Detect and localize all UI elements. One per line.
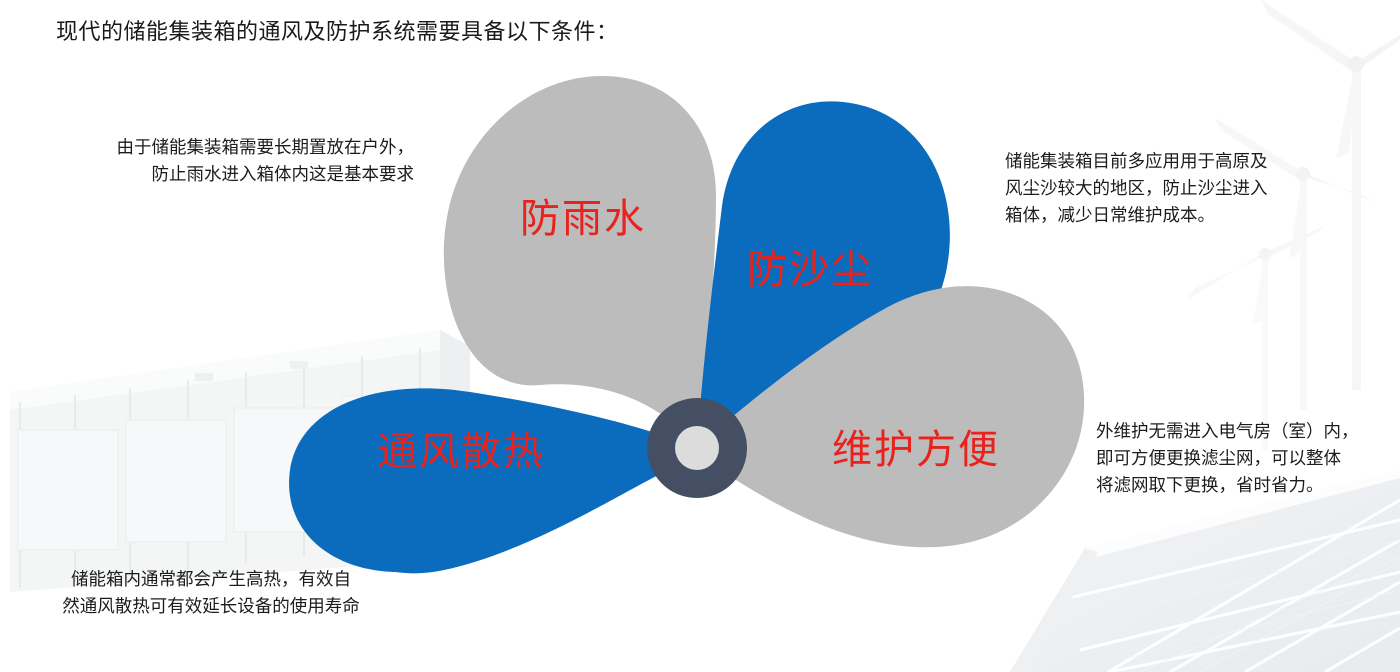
petal-rain-label: 防雨水 bbox=[520, 197, 646, 241]
petal-dust-label: 防沙尘 bbox=[747, 248, 873, 292]
note-dust: 储能集装箱目前多应用用于高原及 风尘沙较大的地区，防止沙尘进入 箱体，减少日常维… bbox=[1005, 151, 1268, 226]
petal-maintenance-label: 维护方便 bbox=[832, 428, 1000, 472]
petal-ventilation-label: 通风散热 bbox=[377, 430, 545, 474]
note-ventilation: 储能箱内通常都会产生高热，有效自 然通风散热可有效延长设备的使用寿命 bbox=[62, 569, 360, 617]
note-maintenance: 外维护无需进入电气房（室）内， 即可方便更换滤尘网，可以整体 将滤网取下更换，省… bbox=[1096, 421, 1359, 496]
petal-maintenance[interactable]: 维护方便 bbox=[697, 286, 1085, 548]
petal-ventilation-lower bbox=[308, 448, 697, 574]
page-title: 现代的储能集装箱的通风及防护系统需要具备以下条件： bbox=[56, 19, 619, 44]
petal-rain[interactable]: 防雨水 bbox=[443, 76, 716, 448]
petal-ventilation[interactable]: 通风散热 bbox=[289, 388, 697, 574]
center-hub[interactable] bbox=[647, 398, 747, 498]
petal-rain-shape bbox=[443, 76, 716, 448]
petal-maintenance-shape bbox=[697, 286, 1085, 548]
note-rain: 由于储能集装箱需要长期置放在户外， 防止雨水进入箱体内这是基本要求 bbox=[116, 137, 415, 185]
hub-inner-circle bbox=[675, 426, 719, 470]
